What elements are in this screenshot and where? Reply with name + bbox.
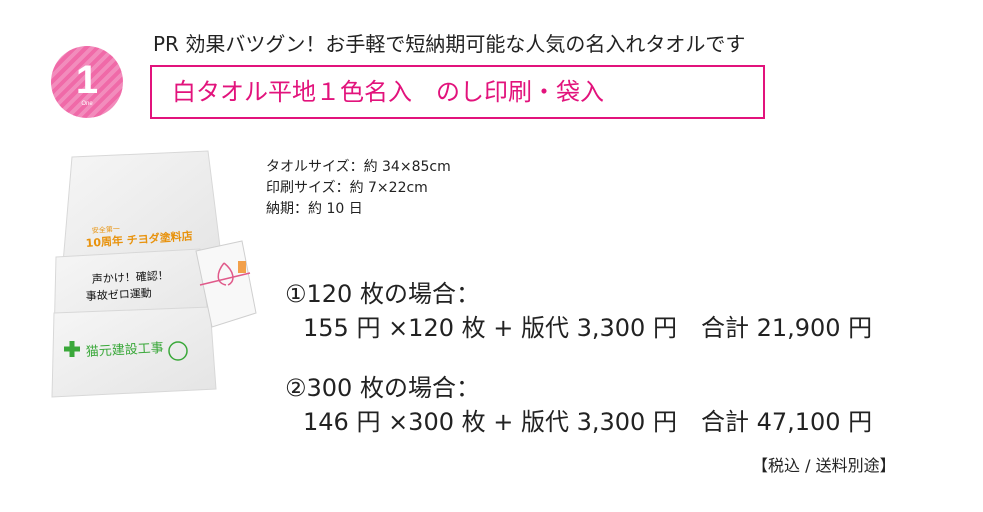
towel-product-image: 安全第一 10周年 チヨダ塗料店 声かけ！確認！ 事故ゼロ運動 猫元建設工事 [51,150,257,398]
tax-shipping-note: 【税込 / 送料別途】 [752,456,896,475]
helmet-logo-icon [168,341,188,361]
price-case-heading: ①120 枚の場合： [285,280,480,308]
badge-caption: One [81,101,93,107]
towel-middle-print-line1: 声かけ！確認！ [91,268,169,286]
towel-front-print: 猫元建設工事 [85,340,164,360]
spec-print-size: 印刷サイズ：約 7×22cm [266,180,428,196]
towel-middle-print-line2: 事故ゼロ運動 [85,286,152,303]
price-case-detail: 146 円 ×300 枚 + 版代 3,300 円 合計 47,100 円 [303,408,873,436]
step-number-badge: 1 One [51,46,123,118]
price-case-1: ①120 枚の場合： 155 円 ×120 枚 + 版代 3,300 円 合計 … [285,277,872,345]
price-case-detail: 155 円 ×120 枚 + 版代 3,300 円 合計 21,900 円 [303,314,873,342]
specs-list: タオルサイズ：約 34×85cm 印刷サイズ：約 7×22cm 納期：約 10 … [266,157,451,220]
green-cross-icon [64,341,80,357]
price-case-heading: ②300 枚の場合： [285,374,480,402]
product-title-box: 白タオル平地１色名入 のし印刷・袋入 [150,65,765,119]
price-case-2: ②300 枚の場合： 146 円 ×300 枚 + 版代 3,300 円 合計 … [285,371,872,439]
spec-lead-time: 納期：約 10 日 [266,201,363,217]
noshi-ornament [238,261,246,273]
badge-number: 1 [75,58,99,102]
towel-back-small-print: 安全第一 [92,224,121,235]
tagline: PR 効果バツグン！お手軽で短納期可能な人気の名入れタオルです [153,32,746,56]
spec-towel-size: タオルサイズ：約 34×85cm [266,159,451,175]
product-title: 白タオル平地１色名入 のし印刷・袋入 [172,78,604,106]
towel-front [51,306,217,398]
noshi-ribbon [199,262,251,286]
